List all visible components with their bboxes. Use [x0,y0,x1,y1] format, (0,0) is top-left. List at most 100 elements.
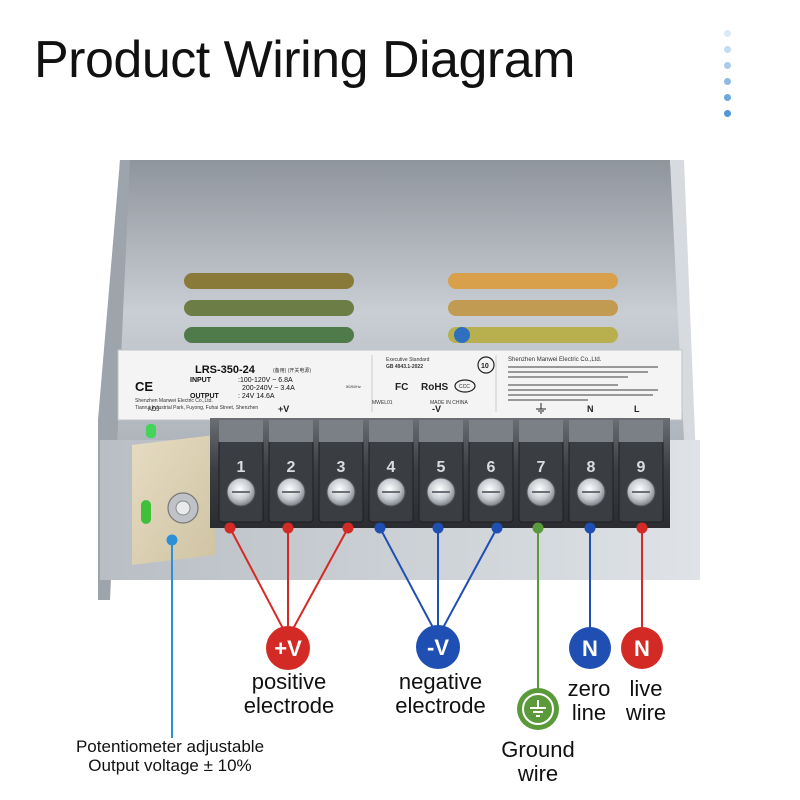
caption-negative-line2: electrode [395,693,486,719]
badge-plus-v-text: +V [274,636,302,661]
decorative-dots [724,30,734,126]
label-company-right: Shenzhen Manwei Electric Co.,Ltd. [508,357,602,363]
label-rohs: RoHS [421,382,449,393]
caption-ground-line2: wire [517,761,559,787]
caption-live-line1: live [629,676,663,701]
label-exec-standard: Executive Standard [386,357,430,363]
wire-endpoint [342,522,354,534]
terminal-number: 1 [237,459,246,476]
ground-icon [530,700,546,717]
terminal-7[interactable]: 7 [518,420,564,523]
label-fc: FC [395,382,408,393]
caption-zero-line: zero line [556,676,622,726]
badge-minus-v-text: -V [427,635,449,660]
terminal-1[interactable]: 1 [218,420,264,523]
status-led [146,424,156,438]
label-minus-v: -V [432,404,441,414]
label-company-left-2: Tianrui Industrial Park, Fuyong, Fuhai S… [135,405,258,411]
label-output: OUTPUT [190,393,220,400]
decor-dot [724,30,731,37]
label-input: INPUT [190,377,212,384]
caption-potentiometer: Potentiometer adjustable Output voltage … [50,737,290,775]
badge-plus-v: +V [266,626,310,670]
caption-positive-line1: positive [251,669,327,694]
terminal-number: 7 [537,459,546,476]
ground-symbol-icon [536,403,546,414]
label-fine-print [508,366,658,401]
wire-endpoint [166,534,178,546]
wire-endpoint [532,522,544,534]
label-made-in: MADE IN CHINA [430,400,468,406]
terminal-number: 5 [437,459,446,476]
decor-dot [724,62,731,69]
wire-line [437,527,498,638]
label-model: LRS-350-24 [195,364,256,376]
label-company-left-1: Shenzhen Manwei Electric Co.,Ltd. [135,398,213,404]
label-plus-v: +V [278,404,289,414]
caption-ground: Ground wire [486,737,590,787]
caption-positive: positive electrode [234,669,344,719]
terminal-number: 8 [587,459,596,476]
decor-dot [724,110,731,117]
label-l: L [634,404,640,414]
terminal-8[interactable]: 8 [568,420,614,523]
decor-dot [724,94,731,101]
label-freq: 50/60Hz [346,384,361,389]
terminal-4[interactable]: 4 [368,420,414,523]
vent-slots [184,273,618,343]
terminal-group: 1 2 3 4 5 6 7 8 9 [218,420,664,523]
label-gb-standard: GB 4943.1-2022 [386,364,423,370]
terminal-9[interactable]: 9 [618,420,664,523]
label-ten: 10 [481,363,489,370]
wire-line [379,527,439,638]
wire-endpoint [584,522,596,534]
caption-live-wire: live wire [615,676,677,726]
terminal-number: 4 [387,459,396,476]
label-n: N [587,404,594,414]
caption-zero-line2: line [571,700,607,726]
label-output-value: : 24V 14.6A [238,393,275,400]
wire-line [229,527,289,639]
decor-dot [724,46,731,53]
badge-zero-text: N [582,636,598,661]
caption-positive-line2: electrode [243,693,335,719]
label-adj: ADJ [148,407,159,413]
ccc-mark [454,379,476,393]
ten-mark [477,356,495,374]
terminal-number: 3 [337,459,346,476]
label-ccc: CCC [459,384,470,390]
label-ce: CE [135,379,153,394]
label-input-line2: 200-240V ~ 3.4A [242,385,295,392]
caption-ground-line1: Ground [501,737,575,762]
label-model-note: (备用) (开关电源) [273,367,311,374]
wire-endpoint [491,522,503,534]
badge-ground [517,688,559,730]
label-input-line1: :100-120V ~ 6.8A [238,377,293,384]
caption-pot-line1: Potentiometer adjustable [75,737,265,756]
terminal-number: 9 [637,459,646,476]
terminal-number: 6 [487,459,496,476]
wire-endpoint [432,522,444,534]
page-title: Product Wiring Diagram [34,31,575,89]
badge-zero-line: N [569,627,611,669]
wire-endpoint [636,522,648,534]
wire-endpoint [374,522,386,534]
wire-endpoint [224,522,236,534]
badge-live-wire: N [621,627,663,669]
terminal-5[interactable]: 5 [418,420,464,523]
terminal-6[interactable]: 6 [468,420,514,523]
caption-live-line2: wire [625,700,667,726]
decor-dot [724,78,731,85]
caption-negative: negative electrode [383,669,498,719]
caption-zero-line1: zero [567,676,611,701]
caption-pot-line2: Output voltage ± 10% [88,755,252,775]
wire-line [287,527,349,639]
terminal-2[interactable]: 2 [268,420,314,523]
wire-endpoint [282,522,294,534]
wires [166,522,648,738]
caption-negative-line1: negative [398,669,483,694]
terminal-3[interactable]: 3 [318,420,364,523]
badge-live-text: N [634,636,650,661]
badge-minus-v: -V [416,625,460,669]
indicator-led [141,500,151,524]
